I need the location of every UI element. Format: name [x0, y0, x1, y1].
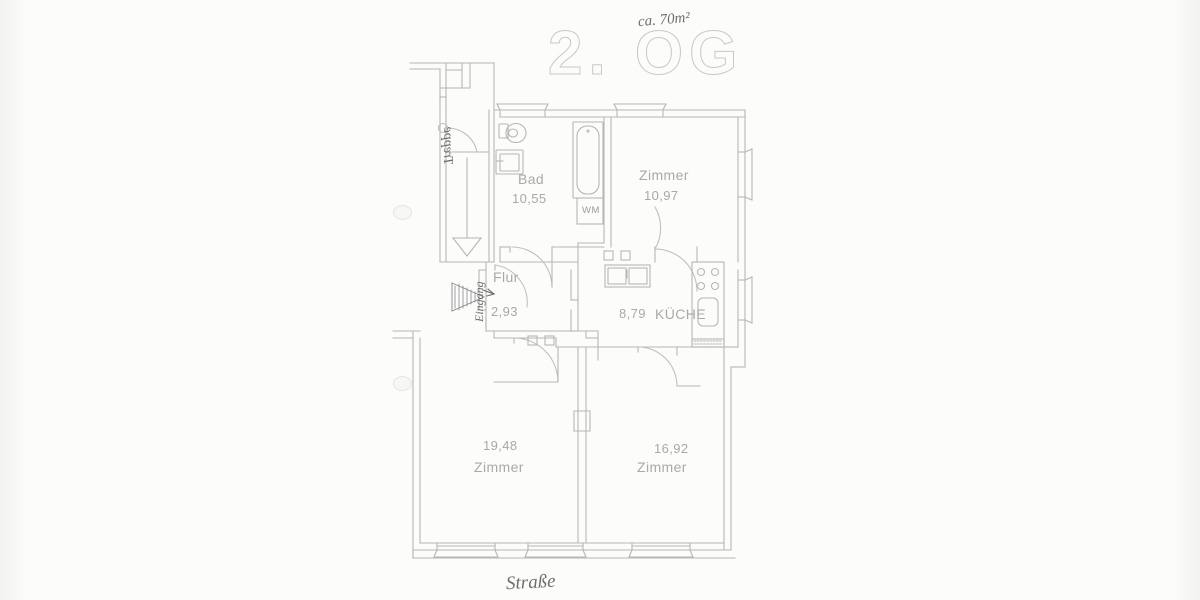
wall-bad-zimmer — [577, 116, 612, 263]
entrance-arrow — [482, 288, 496, 297]
room-area-flur: 2,93 — [491, 304, 518, 319]
wall-flur — [478, 261, 487, 332]
door-zimmer-1692 — [637, 346, 701, 387]
window-bottom-right — [628, 542, 694, 558]
wall-left-outer — [392, 330, 421, 559]
room-area-zimmer-1692: 16,92 — [654, 441, 689, 456]
wall-bad-bottom — [499, 246, 605, 263]
hall-small-fixtures — [527, 250, 631, 346]
door-bad — [509, 246, 553, 288]
room-label-flur: Flur — [493, 269, 519, 285]
wall-bottom-outer — [412, 542, 736, 559]
stairwell-door — [437, 122, 478, 153]
wall-right-outer — [723, 109, 746, 551]
wall-top-left-stub — [409, 62, 495, 111]
window-bottom-middle — [524, 542, 587, 558]
washbasin-fixture — [495, 149, 524, 175]
washing-machine-fixture — [576, 197, 604, 225]
room-label-zimmer-1097: Zimmer — [639, 167, 689, 183]
room-label-kueche: KÜCHE — [655, 306, 707, 322]
toilet-fixture — [498, 122, 527, 144]
street-label: Straße — [505, 570, 557, 595]
kitchen-sink-fixture — [604, 264, 651, 288]
door-zimmer-1948 — [493, 337, 559, 383]
room-area-zimmer-1097: 10,97 — [644, 188, 679, 203]
room-label-bad: Bad — [518, 171, 545, 187]
room-label-zimmer-1692: Zimmer — [637, 459, 687, 475]
window-right-zimmer — [737, 148, 753, 201]
hole-punch-mark-top — [393, 205, 412, 220]
wall-zimmer-divider — [573, 346, 591, 544]
window-top-zimmer — [613, 103, 667, 118]
stove-fixture — [691, 261, 725, 348]
wall-kueche-bottom — [597, 346, 725, 361]
stairs-down-arrow — [451, 157, 483, 257]
wall-top-outer — [493, 109, 746, 118]
wall-flur-kueche — [570, 261, 579, 332]
washing-machine-label: WM — [582, 205, 600, 216]
door-zimmer-1097 — [654, 206, 698, 292]
room-label-zimmer-1948: Zimmer — [474, 459, 524, 475]
window-top-bad — [496, 103, 549, 118]
wall-mid-horizontal — [485, 330, 599, 348]
entrance-marker-triangle — [451, 282, 486, 312]
entrance-label: Eingang — [472, 281, 486, 322]
page-title: 2. OG — [547, 19, 744, 89]
door-flur-entrance — [494, 264, 528, 308]
window-right-kueche — [737, 276, 753, 324]
bathtub-fixture — [572, 121, 604, 199]
room-area-kueche: 8,79 — [619, 306, 646, 321]
stair-label: Treppe — [440, 126, 455, 165]
room-area-zimmer-1948: 19,48 — [483, 438, 518, 453]
window-bottom-left — [433, 542, 499, 558]
room-area-bad: 10,55 — [512, 191, 547, 206]
hole-punch-mark-bottom — [393, 376, 412, 391]
